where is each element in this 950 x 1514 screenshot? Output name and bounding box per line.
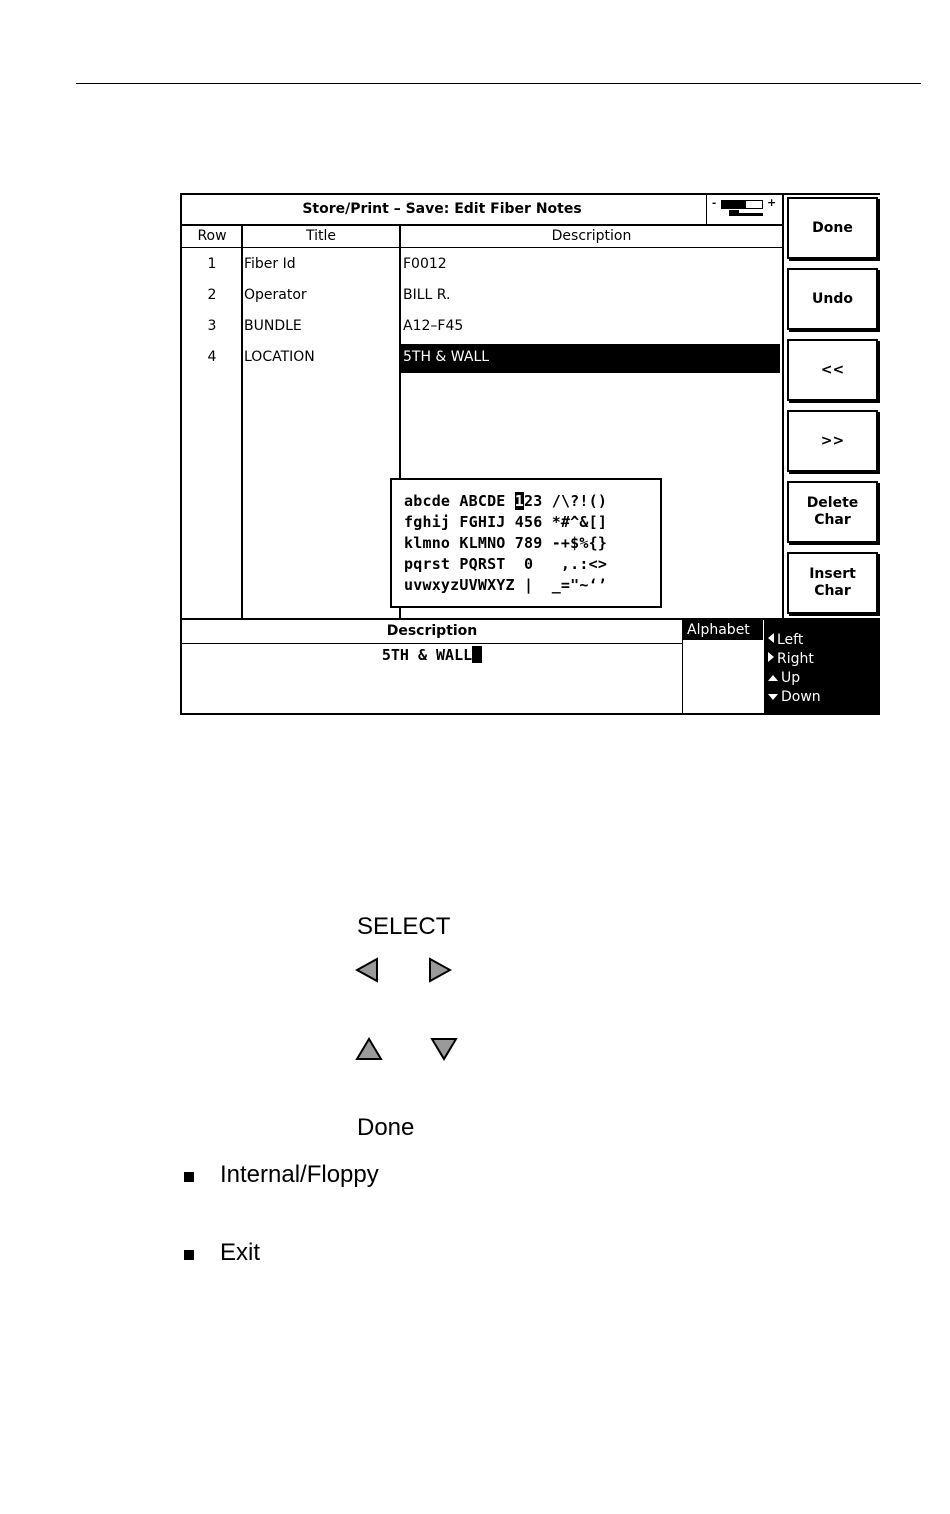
nav-up: Up <box>768 670 800 686</box>
done-label: Done <box>357 1114 415 1141</box>
col-header-description: Description <box>401 226 782 248</box>
title-bar: Store/Print – Save: Edit Fiber Notes - + <box>182 195 782 226</box>
column-divider <box>241 226 243 618</box>
row-number: 3 <box>207 318 217 334</box>
charmap-line[interactable]: klmno KLMNO 789 -+$%{} <box>404 534 608 552</box>
row-description[interactable]: BILL R. <box>403 287 451 303</box>
bullet-internal-floppy: Internal/Floppy <box>220 1161 379 1188</box>
ac-power-icon <box>729 213 763 216</box>
row-title[interactable]: Fiber Id <box>244 256 296 272</box>
screen-title: Store/Print – Save: Edit Fiber Notes <box>302 201 582 217</box>
row-title[interactable]: Operator <box>244 287 307 303</box>
col-header-row: Row <box>182 226 242 248</box>
bullet-exit: Exit <box>220 1239 261 1266</box>
down-arrow-key-icon <box>430 1038 458 1061</box>
up-arrow-icon <box>768 675 778 681</box>
charmap-line[interactable]: abcde ABCDE 123 /\?!() <box>404 492 608 510</box>
row-description[interactable]: A12–F45 <box>403 318 464 334</box>
navigation-hints: Left Right Up Down <box>764 620 880 715</box>
up-arrow-key-icon <box>355 1037 383 1060</box>
row-description: 5TH & WALL <box>403 349 490 365</box>
alphabet-label: Alphabet <box>683 620 763 640</box>
right-arrow-key-icon <box>429 957 452 983</box>
nav-left: Left <box>768 632 803 648</box>
col-header-title: Title <box>242 226 400 248</box>
row-number: 4 <box>207 349 217 365</box>
battery-icon: - + <box>706 195 783 224</box>
charmap-line[interactable]: uvwxyzUVWXYZ | _="~‘’ <box>404 576 608 594</box>
instrument-screen: Store/Print – Save: Edit Fiber Notes - +… <box>180 193 880 715</box>
alphabet-panel: Alphabet <box>682 620 765 715</box>
charmap-line[interactable]: fghij FGHIJ 456 *#^&[] <box>404 513 608 531</box>
edit-field-label: Description <box>182 620 682 644</box>
bullet-icon <box>184 1250 194 1260</box>
nav-right: Right <box>768 651 814 667</box>
left-arrow-key-icon <box>355 957 378 983</box>
row-title[interactable]: BUNDLE <box>244 318 302 334</box>
row-description[interactable]: F0012 <box>403 256 447 272</box>
cursor-left-button[interactable]: << <box>787 339 878 401</box>
row-number: 2 <box>207 287 217 303</box>
row-title[interactable]: LOCATION <box>244 349 315 365</box>
row-number: 1 <box>207 256 217 272</box>
select-label: SELECT <box>357 913 451 940</box>
left-arrow-icon <box>768 633 774 643</box>
charmap-line[interactable]: pqrst PQRST 0 ,.:<> <box>404 555 608 573</box>
column-divider <box>399 226 401 618</box>
cursor-right-button[interactable]: >> <box>787 410 878 472</box>
divider <box>182 618 880 620</box>
edit-field[interactable]: 5TH & WALL <box>182 646 682 664</box>
charmap-cursor[interactable]: 1 <box>514 492 525 510</box>
down-arrow-icon <box>768 694 778 700</box>
top-rule <box>76 83 921 84</box>
undo-button[interactable]: Undo <box>787 268 878 330</box>
nav-down: Down <box>768 689 821 705</box>
bullet-icon <box>184 1172 194 1182</box>
character-map[interactable]: abcde ABCDE 123 /\?!() fghij FGHIJ 456 *… <box>390 478 662 608</box>
done-button[interactable]: Done <box>787 197 878 259</box>
selected-row-description[interactable]: 5TH & WALL <box>401 344 780 373</box>
text-cursor <box>472 646 483 663</box>
right-arrow-icon <box>768 652 774 662</box>
